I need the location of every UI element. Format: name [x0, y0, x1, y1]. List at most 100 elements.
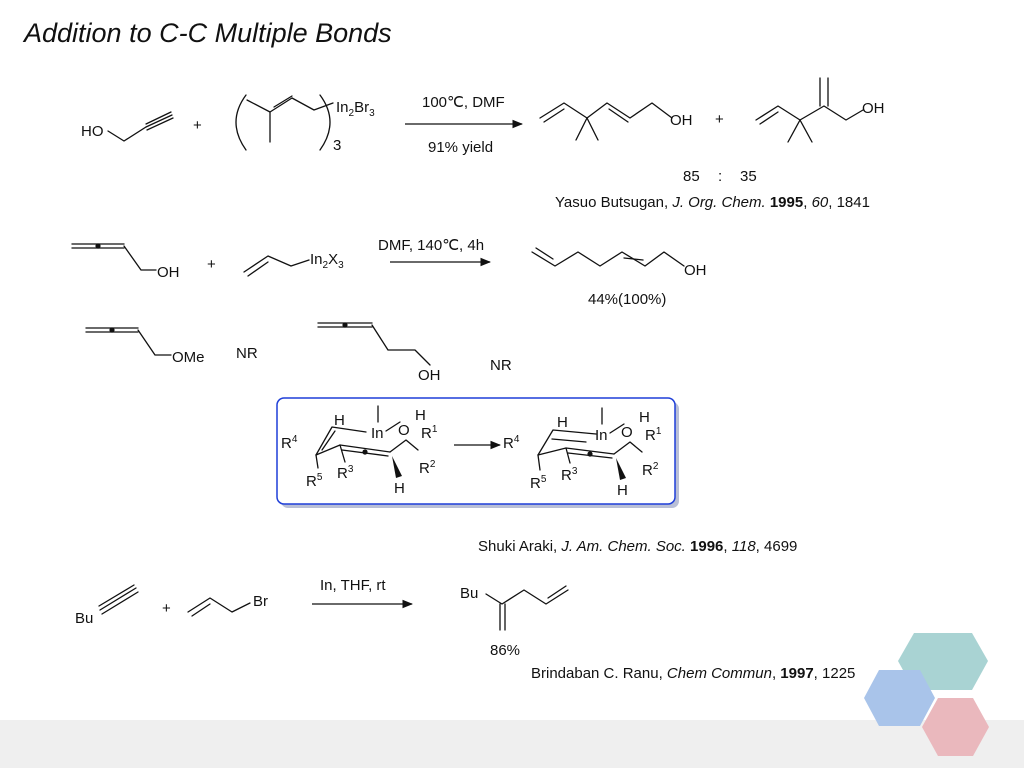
ts-r5: R5: [306, 472, 323, 490]
bond: [389, 439, 419, 453]
conditions-top: 100℃, DMF: [422, 94, 505, 111]
prenyl-indium-reagent: In2Br3 3: [235, 94, 375, 154]
plus-sign: +: [715, 111, 724, 128]
bond: [586, 117, 599, 141]
ts-h: H: [415, 407, 426, 424]
product-diene: Bu: [460, 585, 569, 631]
allyl-indium-reagent: In2X3: [243, 251, 344, 277]
product-dienol: OH: [531, 247, 707, 279]
ts-r3: R3: [337, 464, 354, 482]
ts-in: In: [371, 425, 384, 442]
homoallenyl-alcohol: OH: [317, 322, 441, 384]
bond: [551, 438, 587, 443]
reaction-1: HO + In2Br3 3 100℃, DMF 91% yield: [81, 77, 885, 211]
bond: [123, 245, 157, 271]
product-1-linear: OH: [539, 102, 693, 141]
ts-r4: R4: [281, 434, 298, 452]
box-frame: [276, 397, 676, 505]
product-2-branched: OH: [755, 77, 885, 143]
ts-h: H: [334, 412, 345, 429]
bond: [291, 97, 334, 111]
bond: [537, 454, 541, 471]
bond: [537, 429, 597, 456]
bond: [146, 117, 174, 131]
bond: [371, 324, 431, 366]
bond: [547, 585, 567, 599]
ts-h: H: [557, 414, 568, 431]
bond: [101, 591, 139, 615]
allene-center-dot: [362, 449, 368, 455]
conditions-bottom: 91% yield: [428, 139, 493, 156]
bond: [243, 255, 310, 273]
conditions: DMF, 140℃, 4h: [378, 237, 484, 254]
bond: [613, 441, 643, 455]
bond: [98, 584, 135, 607]
bond: [385, 421, 401, 432]
allenyl-methyl-ether: OMe: [85, 327, 205, 366]
ts-h-bottom: H: [394, 480, 405, 497]
bond: [273, 95, 293, 108]
wedge-bond: [616, 458, 626, 480]
bracket-left: [235, 94, 247, 151]
transition-state-right: H In H O R1 R2 R3 R4 R5 H: [503, 407, 662, 499]
bond: [565, 447, 571, 464]
bond: [145, 111, 172, 125]
bond: [485, 589, 569, 605]
transition-state-box: H In H O R1 R2 R3 R4 R5 H H In: [276, 397, 679, 508]
allyl-bromide: Br: [187, 593, 268, 617]
homoallenyl-oh-label: OH: [418, 367, 441, 384]
conditions: In, THF, rt: [320, 577, 386, 594]
bond: [145, 114, 173, 128]
bond: [623, 257, 644, 261]
transition-state-left: H In H O R1 R2 R3 R4 R5 H: [281, 405, 438, 497]
reference-2: Shuki Araki, J. Am. Chem. Soc. 1996, 118…: [478, 538, 797, 555]
reagent-in2x3-label: In2X3: [310, 251, 344, 271]
ratio-separator: :: [718, 168, 722, 185]
bond: [99, 587, 137, 611]
bond: [191, 603, 211, 617]
bond: [315, 426, 367, 456]
wedge-bond: [392, 456, 402, 478]
bond: [543, 108, 565, 123]
bond: [759, 111, 779, 125]
bond: [247, 261, 269, 277]
product-1-oh-label: OH: [670, 112, 693, 129]
ome-label: OMe: [172, 349, 205, 366]
allene-center-dot: [587, 451, 593, 457]
no-reaction-a: NR: [236, 345, 258, 362]
bracket-right: [319, 94, 331, 151]
bond: [608, 108, 629, 123]
decorative-hexagons: [864, 633, 989, 756]
ts-h: H: [639, 409, 650, 426]
bond: [799, 119, 813, 143]
ratio-a: 85: [683, 168, 700, 185]
plus-sign: +: [207, 256, 216, 273]
bond: [609, 423, 625, 434]
reactant-ho-label: HO: [81, 123, 104, 140]
reference-3: Brindaban C. Ranu, Chem Commun, 1997, 12…: [531, 665, 855, 682]
hexagon-blue: [864, 670, 935, 726]
ts-h-bottom: H: [617, 482, 628, 499]
hexyne-bu-label: Bu: [75, 610, 93, 627]
bond: [321, 430, 336, 451]
reference-1: Yasuo Butsugan, J. Org. Chem. 1995, 60, …: [555, 194, 870, 211]
allenyl-alcohol: OH: [71, 243, 180, 281]
bond: [787, 119, 801, 143]
ts-r1: R1: [421, 424, 438, 442]
footer-band: [0, 720, 1024, 768]
product-oh-label: OH: [684, 262, 707, 279]
reaction-3: Bu + Br In, THF, rt Bu 86% Brindaban C. …: [75, 577, 855, 682]
bond: [107, 126, 147, 142]
slide-title: Addition to C-C Multiple Bonds: [24, 18, 392, 48]
no-reaction-b: NR: [490, 357, 512, 374]
bond: [339, 444, 346, 463]
allene-center-dot: [109, 327, 115, 333]
ts-r2: R2: [419, 459, 436, 477]
hexyne: Bu: [75, 584, 139, 627]
bond: [531, 251, 685, 267]
bond: [575, 117, 588, 141]
ratio-b: 35: [740, 168, 757, 185]
bond: [539, 102, 673, 119]
yield-label: 86%: [490, 642, 520, 659]
